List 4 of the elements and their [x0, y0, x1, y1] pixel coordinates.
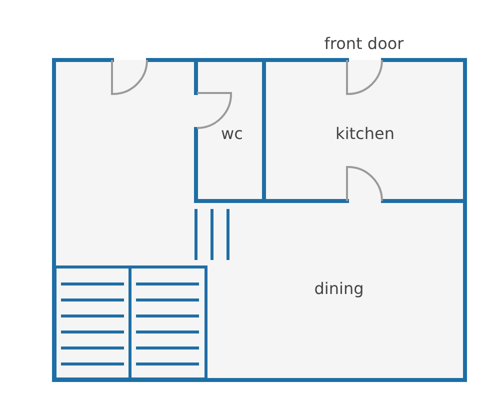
room-label: kitchen — [336, 126, 394, 142]
room-label: front door — [324, 36, 404, 52]
room-label: wc — [221, 126, 243, 142]
room-label: dining — [314, 281, 364, 297]
